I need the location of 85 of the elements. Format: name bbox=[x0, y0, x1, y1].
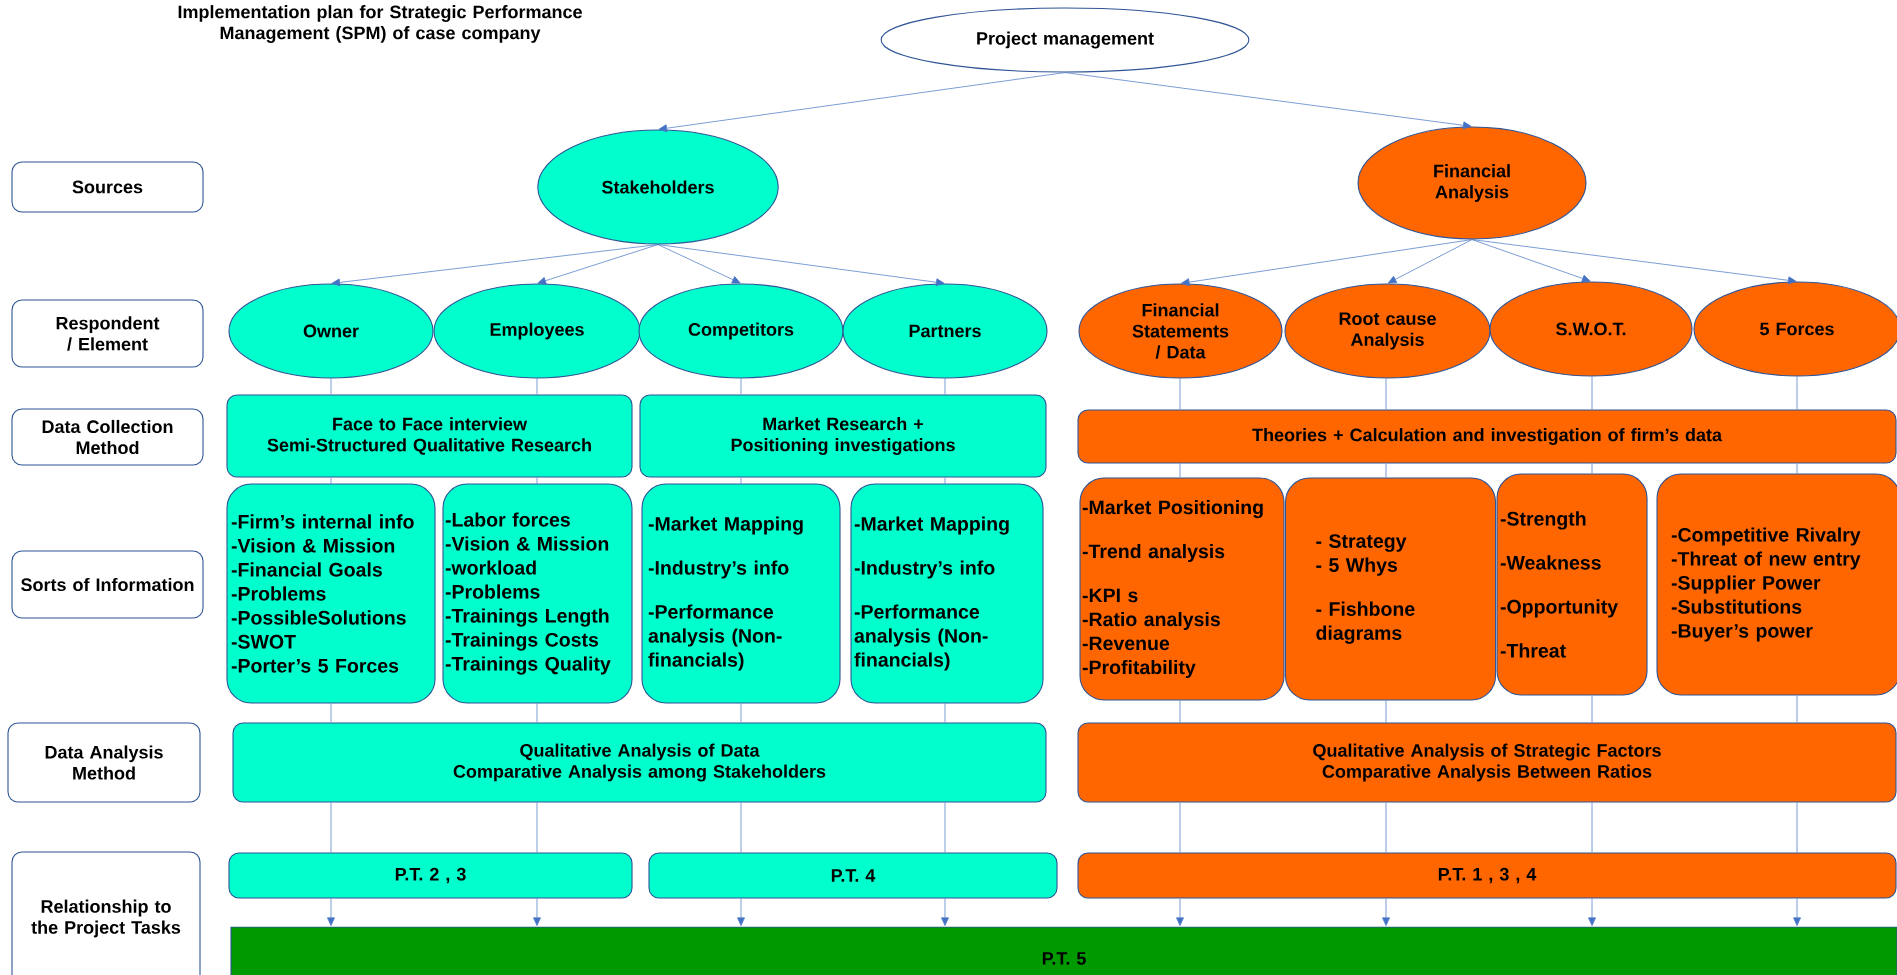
row-label-box: Relationship to the Project Tasks bbox=[11, 851, 201, 975]
connector-line bbox=[1591, 376, 1593, 410]
row-label-box: Sources bbox=[11, 161, 204, 213]
ellipse-node: Owner bbox=[228, 283, 434, 379]
process-box: Market Research + Positioning investigations bbox=[639, 394, 1047, 478]
connector-line bbox=[944, 378, 946, 395]
ellipse-node: Financial Statements / Data bbox=[1078, 283, 1283, 379]
connector-line bbox=[1796, 695, 1798, 723]
task-box: P.T. 2 , 3 bbox=[228, 852, 633, 899]
info-box: -Market Positioning -Trend analysis -KPI s -Ratio analysis -Revenue -Profitability bbox=[1079, 477, 1285, 701]
arrow bbox=[1064, 72, 1472, 130]
arrow bbox=[1793, 898, 1801, 926]
connector-line bbox=[740, 378, 742, 395]
connector-line bbox=[740, 477, 742, 484]
connector-line bbox=[740, 802, 742, 853]
ellipse-node: Competitors bbox=[638, 283, 844, 379]
connector-line bbox=[536, 703, 538, 723]
connector-line bbox=[1796, 376, 1798, 410]
process-box: Face to Face interview Semi-Structured Qualitative Research bbox=[226, 394, 633, 478]
connector-line bbox=[1385, 378, 1387, 410]
connector-line bbox=[330, 802, 332, 853]
arrow bbox=[1176, 898, 1184, 926]
ellipse-node: Financial Analysis bbox=[1357, 126, 1587, 240]
arrow bbox=[657, 244, 741, 284]
connector-line bbox=[1385, 700, 1387, 723]
ellipse-node: Partners bbox=[842, 283, 1048, 379]
task-box: P.T. 4 bbox=[648, 852, 1058, 899]
ellipse-node: S.W.O.T. bbox=[1489, 281, 1693, 377]
result-bar: P.T. 5 bbox=[230, 926, 1897, 975]
connector-line bbox=[1179, 700, 1181, 723]
arrow bbox=[1387, 239, 1473, 284]
connector-line bbox=[944, 703, 946, 723]
arrow bbox=[1181, 239, 1473, 287]
info-box: -Labor forces -Vision & Mission -workload -Problems -Trainings Length -Trainings Costs -Trainings Quality bbox=[442, 483, 633, 704]
arrow bbox=[537, 244, 659, 285]
connector-line bbox=[536, 802, 538, 853]
arrow bbox=[331, 244, 659, 287]
connector-line bbox=[1796, 463, 1798, 474]
arrow bbox=[658, 72, 1066, 133]
ellipse-node: Stakeholders bbox=[537, 129, 779, 245]
ellipse-node: Root cause Analysis bbox=[1284, 283, 1491, 379]
row-label-box: Data Collection Method bbox=[11, 408, 204, 466]
info-box: -Strength -Weakness -Opportunity -Threat bbox=[1496, 473, 1648, 696]
arrow bbox=[941, 898, 949, 926]
connector-line bbox=[1179, 802, 1181, 853]
arrow bbox=[657, 244, 945, 287]
process-box: Theories + Calculation and investigation of firm’s data bbox=[1077, 409, 1897, 464]
ellipse-node: Project management bbox=[880, 7, 1250, 73]
connector-line bbox=[330, 477, 332, 484]
connector-line bbox=[740, 703, 742, 723]
connector-line bbox=[1385, 463, 1387, 478]
arrow bbox=[327, 898, 335, 926]
row-label-box: Respondent / Element bbox=[11, 299, 204, 368]
ellipse-node: 5 Forces bbox=[1693, 281, 1897, 377]
info-box: -Market Mapping -Industry’s info -Performance analysis (Non-financials) bbox=[850, 483, 1044, 704]
connector-line bbox=[944, 477, 946, 484]
connector-line bbox=[536, 378, 538, 395]
row-label-box: Data Analysis Method bbox=[7, 722, 201, 803]
connector-line bbox=[330, 378, 332, 395]
process-box: Qualitative Analysis of Data Comparative Analysis among Stakeholders bbox=[232, 722, 1047, 803]
task-box: P.T. 1 , 3 , 4 bbox=[1077, 852, 1897, 899]
arrow bbox=[1471, 239, 1591, 283]
info-box: -Competitive Rivalry -Threat of new entry -Supplier Power -Substitutions -Buyer’s power bbox=[1656, 473, 1897, 696]
connector-line bbox=[536, 477, 538, 484]
info-box: -Market Mapping -Industry’s info -Performance analysis (Non-financials) bbox=[641, 483, 841, 704]
arrow bbox=[533, 898, 541, 926]
connector-line bbox=[1591, 802, 1593, 853]
arrow bbox=[737, 898, 745, 926]
connector-line bbox=[1591, 695, 1593, 723]
row-label-box: Sorts of Information bbox=[11, 550, 204, 619]
connector-line bbox=[1179, 378, 1181, 410]
connector-line bbox=[1591, 463, 1593, 474]
arrow bbox=[1588, 898, 1596, 926]
connector-line bbox=[1179, 463, 1181, 478]
process-box: Qualitative Analysis of Strategic Factors Comparative Analysis Between Ratios bbox=[1077, 722, 1897, 803]
connector-line bbox=[944, 802, 946, 853]
connector-line bbox=[330, 703, 332, 723]
arrow bbox=[1471, 239, 1797, 285]
connector-line bbox=[1796, 802, 1798, 853]
ellipse-node: Employees bbox=[433, 283, 641, 379]
info-box: -Firm’s internal info -Vision & Mission -Financial Goals -Problems -PossibleSolutions -SWOT -Porter’s 5 Forces bbox=[226, 483, 436, 704]
arrow bbox=[1382, 898, 1390, 926]
connector-line bbox=[1385, 802, 1387, 853]
title: Implementation plan for Strategic Performance Management (SPM) of case company bbox=[178, 5, 582, 43]
info-box: - Strategy - 5 Whys - Fishbone diagrams bbox=[1284, 477, 1497, 701]
